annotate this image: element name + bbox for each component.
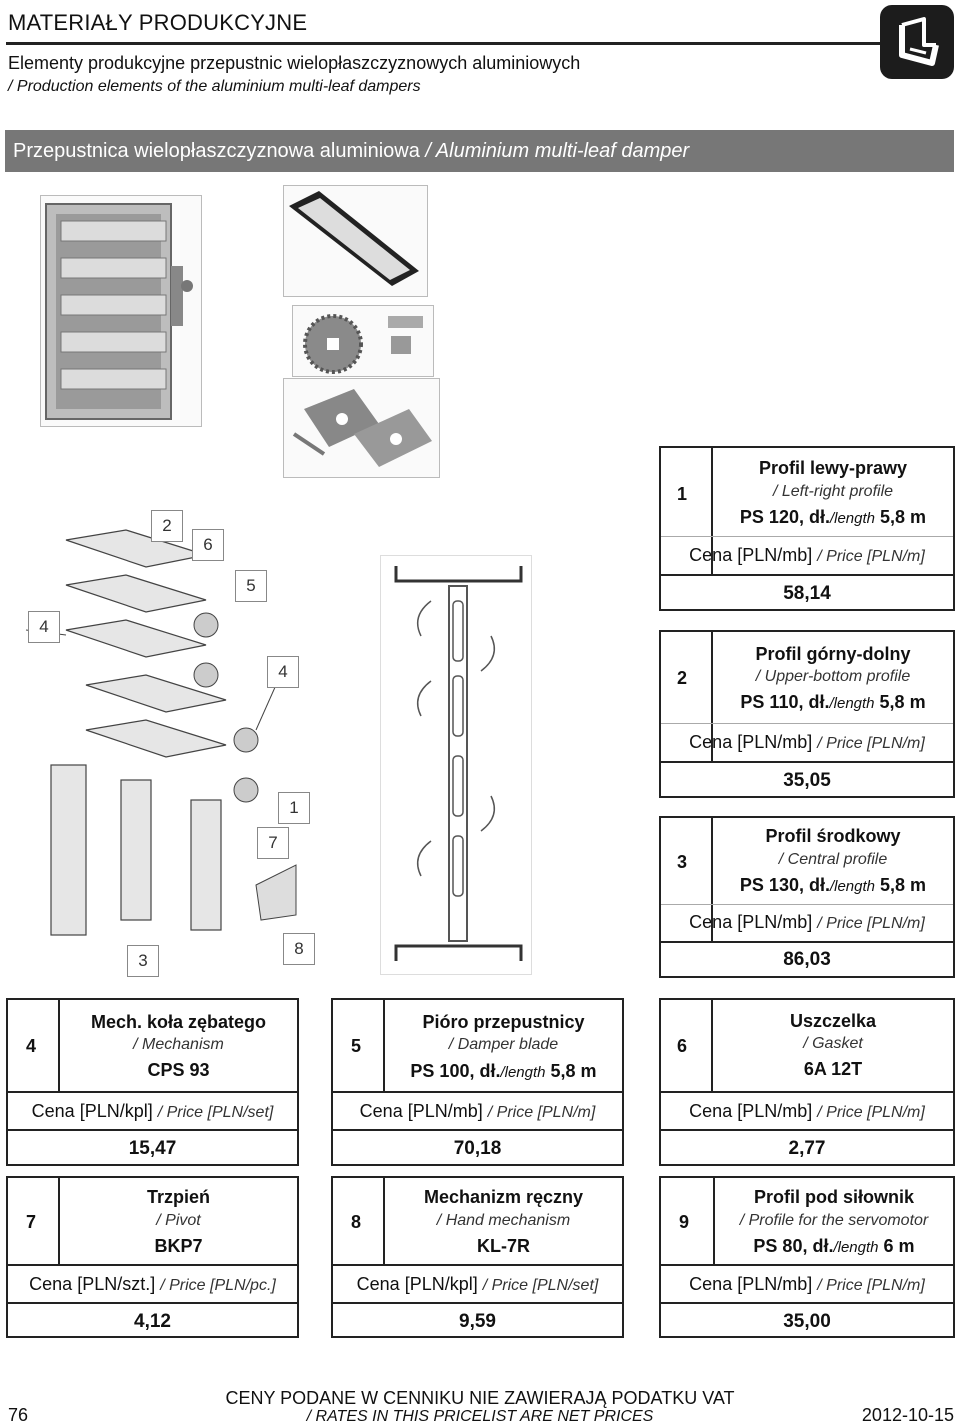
product-card-9: 9 Profil pod siłownik / Profile for the …: [659, 1176, 955, 1338]
product-number: 4: [26, 1036, 37, 1056]
price-label: Cena [PLN/szt.] / Price [PLN/pc.]: [29, 1274, 276, 1294]
product-name-en: / Damper blade: [448, 1036, 559, 1053]
price-label: Cena [PLN/mb] / Price [PLN/m]: [689, 732, 925, 752]
product-code: PS 130, dł./length 5,8 m: [739, 875, 927, 895]
product-name-en: / Upper-bottom profile: [755, 668, 911, 685]
product-card-3: 3 Profil środkowy / Central profile PS 1…: [659, 816, 955, 978]
page-title: MATERIAŁY PRODUKCYJNE: [8, 10, 308, 35]
callout-1: 1: [278, 792, 310, 824]
product-name-en: / Mechanism: [133, 1036, 224, 1053]
product-number: 5: [351, 1036, 362, 1056]
product-card-8: 8 Mechanizm ręczny / Hand mechanism KL-7…: [331, 1176, 624, 1338]
product-name-en: / Left-right profile: [772, 483, 894, 500]
price-value: 35,00: [783, 1311, 831, 1332]
product-number: 1: [677, 484, 688, 504]
profile-logo-icon: [899, 17, 939, 66]
price-value: 86,03: [783, 949, 831, 970]
product-name: Trzpień: [146, 1187, 210, 1207]
blade-image: [289, 191, 419, 286]
price-label: Cena [PLN/mb] / Price [PLN/m]: [689, 545, 925, 565]
price-value: 4,12: [134, 1311, 171, 1332]
product-number: 9: [679, 1212, 690, 1232]
product-number: 6: [677, 1036, 688, 1056]
damper-photo: [40, 195, 202, 427]
callout-8: 8: [283, 933, 315, 965]
product-code: 6A 12T: [803, 1059, 863, 1079]
page-subtitle-en: / Production elements of the aluminium m…: [8, 78, 421, 95]
product-name: Pióro przepustnicy: [422, 1012, 585, 1032]
product-name: Profil środkowy: [765, 826, 901, 846]
cross-section-diagram: [380, 555, 532, 975]
plates-photo: [283, 378, 440, 478]
section-title-band: Przepustnica wielopłaszczyznowa aluminio…: [5, 130, 954, 172]
callout-5: 5: [235, 570, 267, 602]
vat-note: CENY PODANE W CENNIKU NIE ZAWIERAJĄ PODA…: [225, 1388, 735, 1408]
product-code: PS 100, dł./length 5,8 m: [410, 1061, 597, 1081]
price-value: 15,47: [128, 1138, 177, 1159]
exploded-view-drawing: [25, 529, 297, 936]
callout-4-right: 4: [267, 656, 299, 688]
product-code: CPS 93: [147, 1060, 210, 1080]
section-title-en: / Aluminium multi-leaf damper: [425, 140, 690, 162]
exploded-diagram: 2 6 5 4 4 1 7 3 8: [6, 510, 315, 977]
price-label: Cena [PLN/mb] / Price [PLN/m]: [689, 1274, 925, 1294]
header-rule: [6, 42, 886, 45]
product-code: PS 120, dł./length 5,8 m: [739, 507, 927, 527]
callout-2: 2: [151, 510, 183, 542]
product-name-en: / Pivot: [156, 1212, 201, 1229]
document-date: 2012-10-15: [861, 1405, 954, 1425]
product-name: Uszczelka: [789, 1011, 877, 1031]
product-code: KL-7R: [477, 1236, 530, 1256]
product-number: 8: [351, 1212, 362, 1232]
product-code: BKP7: [154, 1236, 203, 1256]
product-card-5: 5 Pióro przepustnicy / Damper blade PS 1…: [331, 998, 624, 1166]
page-number: 76: [8, 1405, 29, 1425]
callout-3: 3: [127, 945, 159, 977]
product-number: 2: [677, 668, 688, 688]
damper-image: [45, 203, 193, 420]
product-name-en: / Hand mechanism: [436, 1212, 571, 1229]
cross-section-drawing: [394, 566, 523, 961]
section-title: Przepustnica wielopłaszczyznowa aluminio…: [13, 140, 420, 162]
price-label: Cena [PLN/mb] / Price [PLN/m]: [689, 912, 925, 932]
product-name: Profil pod siłownik: [753, 1187, 914, 1207]
page-subtitle: Elementy produkcyjne przepustnic wielopł…: [8, 53, 581, 73]
product-name-en: / Central profile: [778, 851, 888, 868]
callout-4-left: 4: [28, 611, 60, 643]
product-card-1: 1 Profil lewy-prawy / Left-right profile…: [659, 446, 955, 611]
price-value: 70,18: [453, 1138, 502, 1159]
callout-6: 6: [192, 529, 224, 561]
price-label: Cena [PLN/kpl] / Price [PLN/set]: [31, 1101, 274, 1121]
product-number: 7: [26, 1212, 37, 1232]
product-name: Profil lewy-prawy: [758, 458, 908, 478]
product-number: 3: [677, 852, 688, 872]
price-value: 58,14: [783, 583, 831, 604]
price-label: Cena [PLN/mb] / Price [PLN/m]: [689, 1101, 925, 1121]
price-value: 2,77: [788, 1138, 826, 1159]
price-value: 9,59: [459, 1311, 496, 1332]
company-logo: [880, 5, 954, 79]
gear-image: [303, 314, 423, 374]
callout-7: 7: [257, 827, 289, 859]
product-card-2: 2 Profil górny-dolny / Upper-bottom prof…: [659, 630, 955, 798]
blade-photo: [283, 185, 428, 297]
price-label: Cena [PLN/mb] / Price [PLN/m]: [359, 1101, 596, 1121]
price-label: Cena [PLN/kpl] / Price [PLN/set]: [356, 1274, 599, 1294]
product-name-en: / Profile for the servomotor: [739, 1212, 929, 1229]
product-card-4: 4 Mech. koła zębatego / Mechanism CPS 93…: [6, 998, 299, 1166]
product-name: Mechanizm ręczny: [423, 1187, 584, 1207]
plates-image: [292, 389, 432, 467]
gear-photo: [292, 305, 434, 377]
vat-note-en: / RATES IN THIS PRICELIST ARE NET PRICES: [306, 1408, 654, 1425]
product-code: PS 110, dł./length 5,8 m: [740, 692, 926, 712]
product-name: Profil górny-dolny: [755, 644, 911, 664]
product-code: PS 80, dł./length 6 m: [753, 1236, 915, 1256]
product-card-7: 7 Trzpień / Pivot BKP7 Cena [PLN/szt.] /…: [6, 1176, 299, 1338]
price-value: 35,05: [783, 770, 831, 791]
product-name-en: / Gasket: [803, 1035, 863, 1052]
product-name: Mech. koła zębatego: [90, 1012, 267, 1032]
product-card-6: 6 Uszczelka / Gasket 6A 12T Cena [PLN/mb…: [659, 998, 955, 1166]
